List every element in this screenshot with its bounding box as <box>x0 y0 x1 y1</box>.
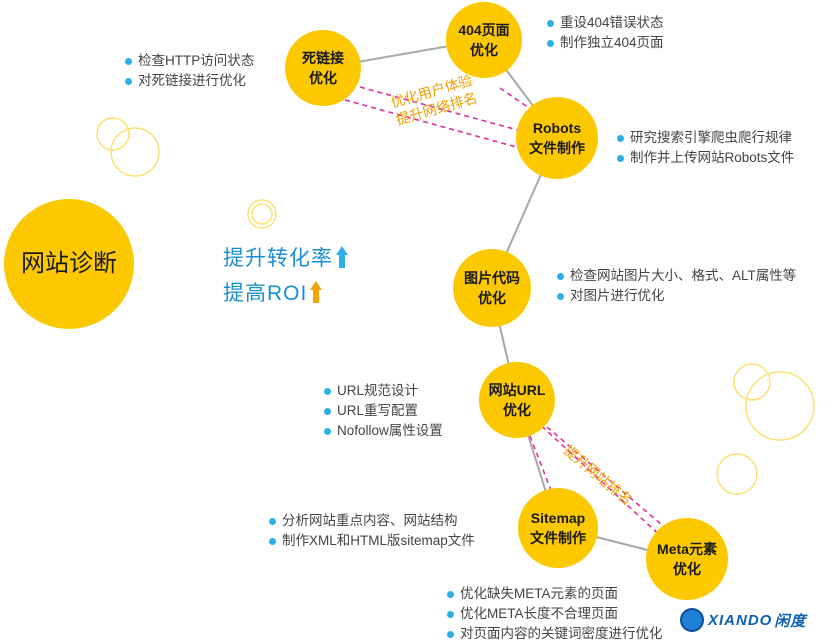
arrow-up-icon <box>310 281 323 303</box>
decor-ring <box>716 453 758 495</box>
list-item: 检查HTTP访问状态 <box>124 51 254 71</box>
kpi-roi-label: 提高ROI <box>223 282 308 305</box>
center-node: 网站诊断 <box>4 199 134 329</box>
decor-ring <box>745 371 815 441</box>
notes-url: URL规范设计 URL重写配置 Nofollow属性设置 <box>323 381 443 441</box>
node-sitemap: Sitemap 文件制作 <box>518 488 598 568</box>
node-sitemap-line2: 文件制作 <box>530 530 586 546</box>
node-image-line1: 图片代码 <box>464 270 520 286</box>
decor-ring <box>247 199 277 229</box>
notes-image: 检查网站图片大小、格式、ALT属性等 对图片进行优化 <box>556 266 796 306</box>
dashed-link <box>529 435 553 494</box>
notes-deadlink: 检查HTTP访问状态 对死链接进行优化 <box>124 51 254 91</box>
list-item: URL规范设计 <box>323 381 443 401</box>
list-item: 分析网站重点内容、网站结构 <box>268 511 475 531</box>
list-item: 对图片进行优化 <box>556 286 796 306</box>
decor-rings <box>96 117 815 495</box>
notes-404: 重设404错误状态 制作独立404页面 <box>546 13 664 53</box>
notes-robots: 研究搜索引擎爬虫爬行规律 制作并上传网站Robots文件 <box>616 128 794 168</box>
node-deadlink-line2: 优化 <box>309 70 337 86</box>
dashed-link <box>344 99 521 149</box>
arrow-up-icon <box>336 246 348 268</box>
center-label: 网站诊断 <box>21 250 117 277</box>
node-404: 404页面 优化 <box>446 2 522 78</box>
list-item: 制作并上传网站Robots文件 <box>616 148 794 168</box>
list-item: 制作XML和HTML版sitemap文件 <box>268 531 475 551</box>
list-item: 对页面内容的关键词密度进行优化 <box>446 624 663 644</box>
node-url-line2: 优化 <box>503 402 531 418</box>
list-item: Nofollow属性设置 <box>323 421 443 441</box>
kpi-conversion-label: 提升转化率 <box>223 247 333 270</box>
node-meta: Meta元素 优化 <box>646 518 728 600</box>
list-item: 研究搜索引擎爬虫爬行规律 <box>616 128 794 148</box>
kpi-conversion: 提升转化率 <box>223 242 348 272</box>
node-meta-line1: Meta元素 <box>657 541 717 557</box>
node-robots-line1: Robots <box>532 120 582 136</box>
node-sitemap-line1: Sitemap <box>530 510 586 526</box>
node-deadlink-line1: 死链接 <box>302 50 344 66</box>
kpi-roi: 提高ROI <box>223 277 323 307</box>
decor-ring <box>733 363 771 401</box>
list-item: 优化META长度不合理页面 <box>446 604 663 624</box>
notes-meta: 优化缺失META元素的页面 优化META长度不合理页面 对页面内容的关键词密度进… <box>446 584 663 644</box>
logo-text: XIANDO <box>708 611 773 629</box>
brand-logo: XIANDO 闲度 <box>680 608 806 632</box>
decor-ring <box>96 117 130 151</box>
notes-sitemap: 分析网站重点内容、网站结构 制作XML和HTML版sitemap文件 <box>268 511 475 551</box>
node-url-line1: 网站URL <box>488 382 546 398</box>
dashed-link <box>359 86 526 133</box>
list-item: 重设404错误状态 <box>546 13 664 33</box>
list-item: 检查网站图片大小、格式、ALT属性等 <box>556 266 796 286</box>
dashed-links <box>344 86 669 541</box>
node-image-line2: 优化 <box>478 290 506 306</box>
node-404-line1: 404页面 <box>458 22 510 38</box>
decor-ring <box>251 203 273 225</box>
node-robots: Robots 文件制作 <box>516 97 598 179</box>
list-item: 制作独立404页面 <box>546 33 664 53</box>
dashed-link <box>499 87 536 113</box>
logo-suffix: 闲度 <box>774 612 807 630</box>
decor-ring <box>110 127 160 177</box>
node-url: 网站URL 优化 <box>479 362 555 438</box>
node-404-line2: 优化 <box>470 42 498 58</box>
list-item: URL重写配置 <box>323 401 443 421</box>
list-item: 对死链接进行优化 <box>124 71 254 91</box>
list-item: 优化缺失META元素的页面 <box>446 584 663 604</box>
dashed-link <box>534 419 666 541</box>
node-image: 图片代码 优化 <box>453 249 531 327</box>
node-deadlink: 死链接 优化 <box>285 30 361 106</box>
node-robots-line2: 文件制作 <box>529 140 585 156</box>
logo-icon <box>680 608 704 632</box>
node-meta-line2: 优化 <box>673 561 701 577</box>
